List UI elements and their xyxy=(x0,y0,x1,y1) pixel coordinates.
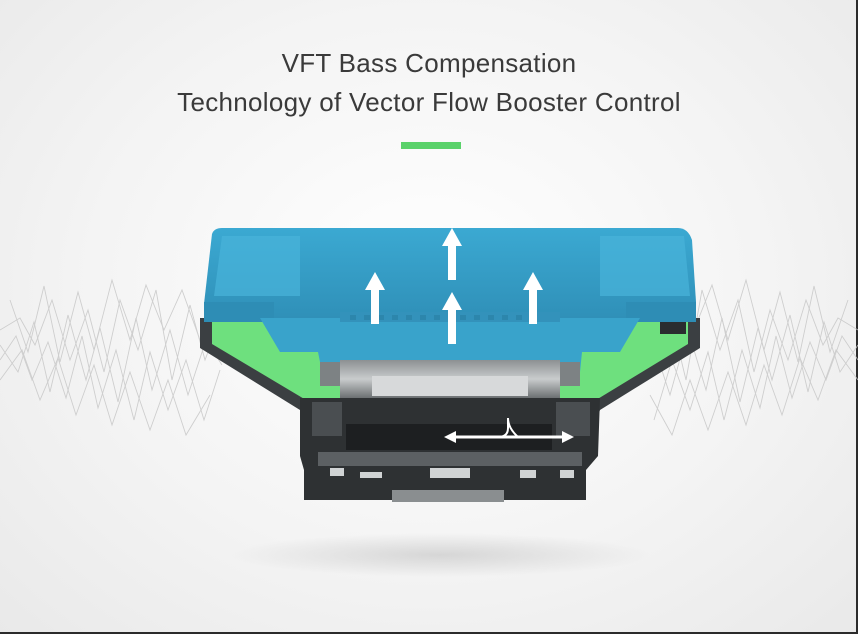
sound-wave-lines xyxy=(0,278,858,437)
up-arrow-icon xyxy=(365,272,385,324)
driver-cross-section-illustration xyxy=(0,228,858,577)
magnet-ring-right xyxy=(558,362,580,386)
housing-left-lip xyxy=(204,302,274,322)
headline-line-1: VFT Bass Compensation xyxy=(281,48,577,78)
driver-base-left-post xyxy=(312,402,342,436)
magnet-ring-left xyxy=(320,362,342,386)
up-arrow-icon xyxy=(523,272,543,324)
up-arrow-icon xyxy=(442,228,462,280)
driver-base-right-post xyxy=(556,402,590,436)
accent-bar xyxy=(401,142,461,149)
driver-bottom-plate xyxy=(392,490,504,502)
housing-right-bulge xyxy=(600,236,690,296)
housing-left-bulge xyxy=(214,236,300,296)
driver-plate xyxy=(318,452,582,466)
right-vent-block xyxy=(660,322,686,334)
floor-shadow xyxy=(230,533,650,577)
side-flow-double-arrow-icon xyxy=(444,417,574,443)
headline: VFT Bass Compensation Technology of Vect… xyxy=(0,44,858,122)
airflow-arrows xyxy=(365,228,543,344)
headline-line-2: Technology of Vector Flow Booster Contro… xyxy=(177,87,681,117)
inner-diaphragm xyxy=(260,318,640,372)
up-arrow-icon xyxy=(442,292,462,344)
driver-details xyxy=(330,468,574,478)
housing-right-lip xyxy=(626,302,696,322)
magnet-ring-core xyxy=(372,376,528,396)
